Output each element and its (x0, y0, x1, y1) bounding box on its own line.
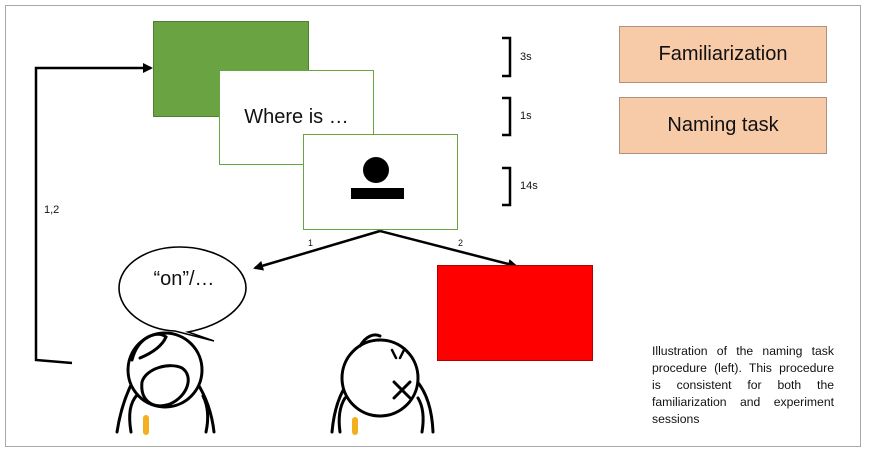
familiarization-text: Familiarization (658, 43, 788, 65)
red-screen (437, 265, 593, 361)
naming-task-label: Naming task (619, 97, 827, 154)
object-on-platform-icon (351, 157, 404, 199)
speech-bubble (118, 246, 247, 342)
bracket-3s (502, 36, 512, 78)
bracket-14s (502, 166, 512, 207)
failed-character (330, 333, 435, 435)
happy-character (115, 331, 216, 435)
caption: Illustration of the naming task procedur… (652, 344, 834, 426)
duration-14s: 14s (520, 180, 538, 192)
familiarization-label: Familiarization (619, 26, 827, 83)
branch-label-1: 1 (308, 238, 314, 248)
duration-3s: 3s (520, 51, 532, 63)
loop-label: 1,2 (44, 204, 60, 216)
duration-1s: 1s (520, 110, 532, 122)
bracket-1s (502, 96, 512, 137)
speech-bubble-text: “on”/… (153, 268, 215, 290)
branch-arrow-1 (253, 229, 381, 271)
loop-back-arrow (34, 63, 153, 365)
naming-task-text: Naming task (667, 114, 779, 136)
branch-label-2: 2 (458, 238, 464, 248)
where-is-text: Where is … (244, 106, 349, 128)
branch-arrow-2 (379, 229, 518, 269)
stimulus-screen (303, 134, 458, 230)
